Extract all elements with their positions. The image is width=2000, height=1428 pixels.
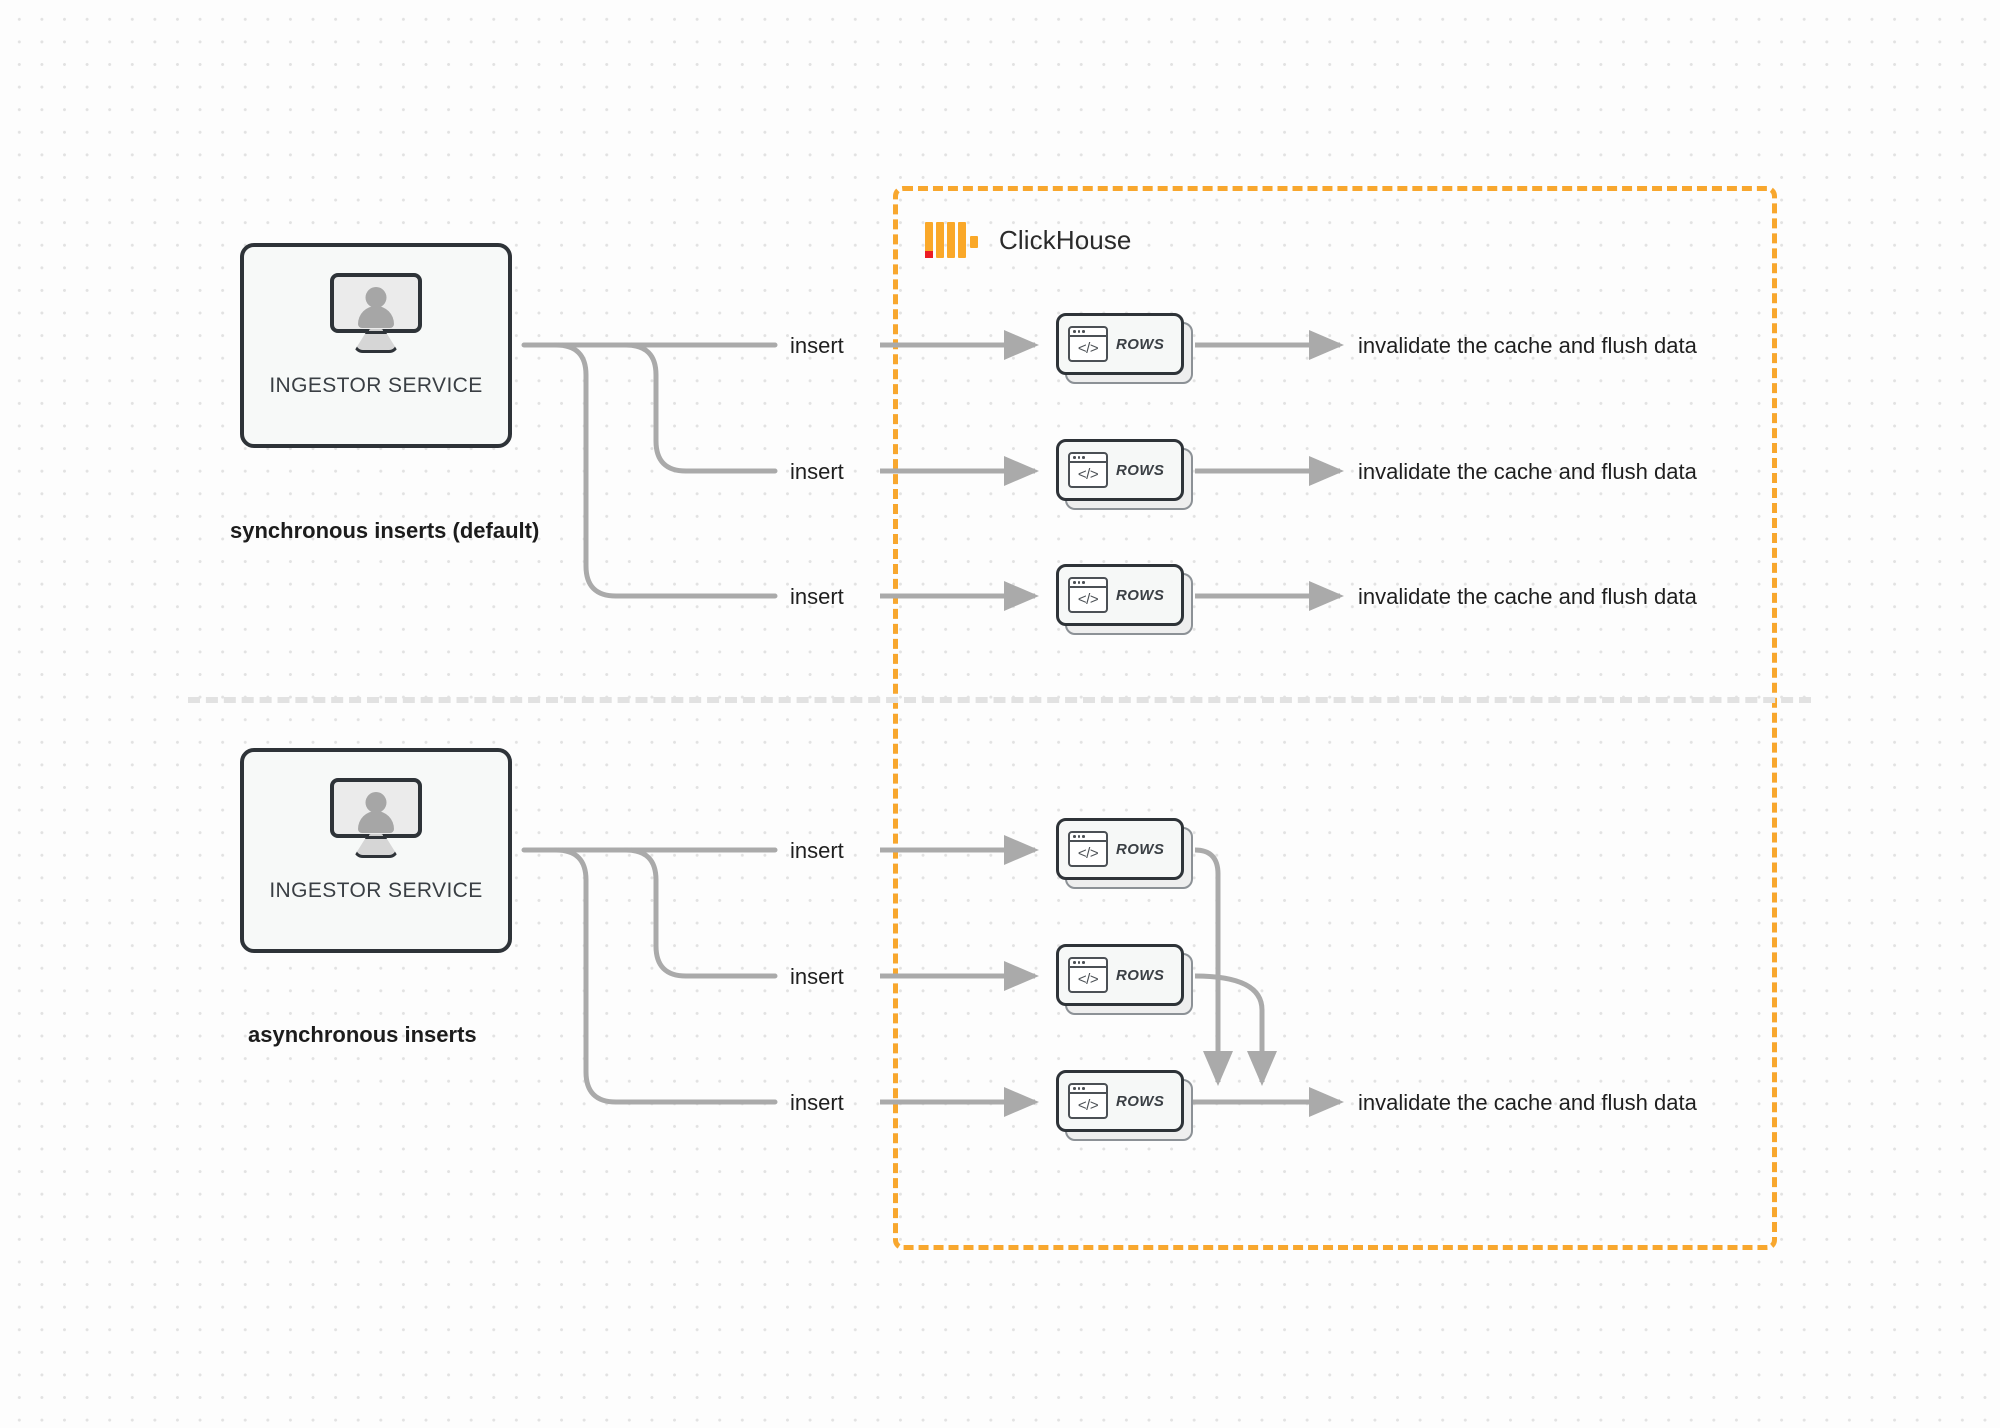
insert-label-async-2: insert bbox=[790, 964, 844, 989]
code-window-icon: </> bbox=[1068, 831, 1108, 867]
rows-node-async-2[interactable]: </> ROWS bbox=[1056, 944, 1193, 1015]
result-label-sync-2: invalidate the cache and flush data bbox=[1358, 459, 1697, 484]
rows-node-async-3[interactable]: </> ROWS bbox=[1056, 1070, 1193, 1141]
result-label-sync-3: invalidate the cache and flush data bbox=[1358, 584, 1697, 609]
sync-fanout bbox=[521, 342, 778, 599]
rows-node-async-1[interactable]: </> ROWS bbox=[1056, 818, 1193, 889]
code-window-icon: </> bbox=[1068, 452, 1108, 488]
rows-label: ROWS bbox=[1116, 335, 1165, 353]
section-caption-synchronous: synchronous inserts (default) bbox=[230, 518, 540, 543]
ingestor-service-node-async[interactable]: INGESTOR SERVICE bbox=[240, 748, 512, 953]
clickhouse-title: ClickHouse bbox=[999, 224, 1132, 255]
monitor-user-icon bbox=[330, 273, 422, 353]
insert-label-sync-1: insert bbox=[790, 333, 844, 358]
rows-label: ROWS bbox=[1116, 461, 1165, 479]
code-window-icon: </> bbox=[1068, 577, 1108, 613]
section-divider bbox=[188, 697, 1811, 703]
rows-label: ROWS bbox=[1116, 586, 1165, 604]
result-label-sync-1: invalidate the cache and flush data bbox=[1358, 333, 1697, 358]
code-window-icon: </> bbox=[1068, 326, 1108, 362]
clickhouse-logo-icon bbox=[925, 222, 978, 258]
ingestor-service-label: INGESTOR SERVICE bbox=[269, 374, 483, 397]
rows-label: ROWS bbox=[1116, 1092, 1165, 1110]
rows-node-sync-1[interactable]: </> ROWS bbox=[1056, 313, 1193, 384]
insert-label-sync-3: insert bbox=[790, 584, 844, 609]
section-caption-asynchronous: asynchronous inserts bbox=[248, 1022, 477, 1047]
rows-node-sync-2[interactable]: </> ROWS bbox=[1056, 439, 1193, 510]
clickhouse-boundary bbox=[893, 186, 1777, 1250]
code-window-icon: </> bbox=[1068, 957, 1108, 993]
ingestor-service-label: INGESTOR SERVICE bbox=[269, 879, 483, 902]
monitor-user-icon bbox=[330, 778, 422, 858]
insert-label-async-3: insert bbox=[790, 1090, 844, 1115]
rows-node-sync-3[interactable]: </> ROWS bbox=[1056, 564, 1193, 635]
rows-label: ROWS bbox=[1116, 840, 1165, 858]
async-fanout bbox=[521, 847, 778, 1105]
insert-label-async-1: insert bbox=[790, 838, 844, 863]
ingestor-service-node-sync[interactable]: INGESTOR SERVICE bbox=[240, 243, 512, 448]
result-label-async-merged: invalidate the cache and flush data bbox=[1358, 1090, 1697, 1115]
insert-label-sync-2: insert bbox=[790, 459, 844, 484]
rows-label: ROWS bbox=[1116, 966, 1165, 984]
clickhouse-header: ClickHouse bbox=[925, 222, 1132, 258]
code-window-icon: </> bbox=[1068, 1083, 1108, 1119]
